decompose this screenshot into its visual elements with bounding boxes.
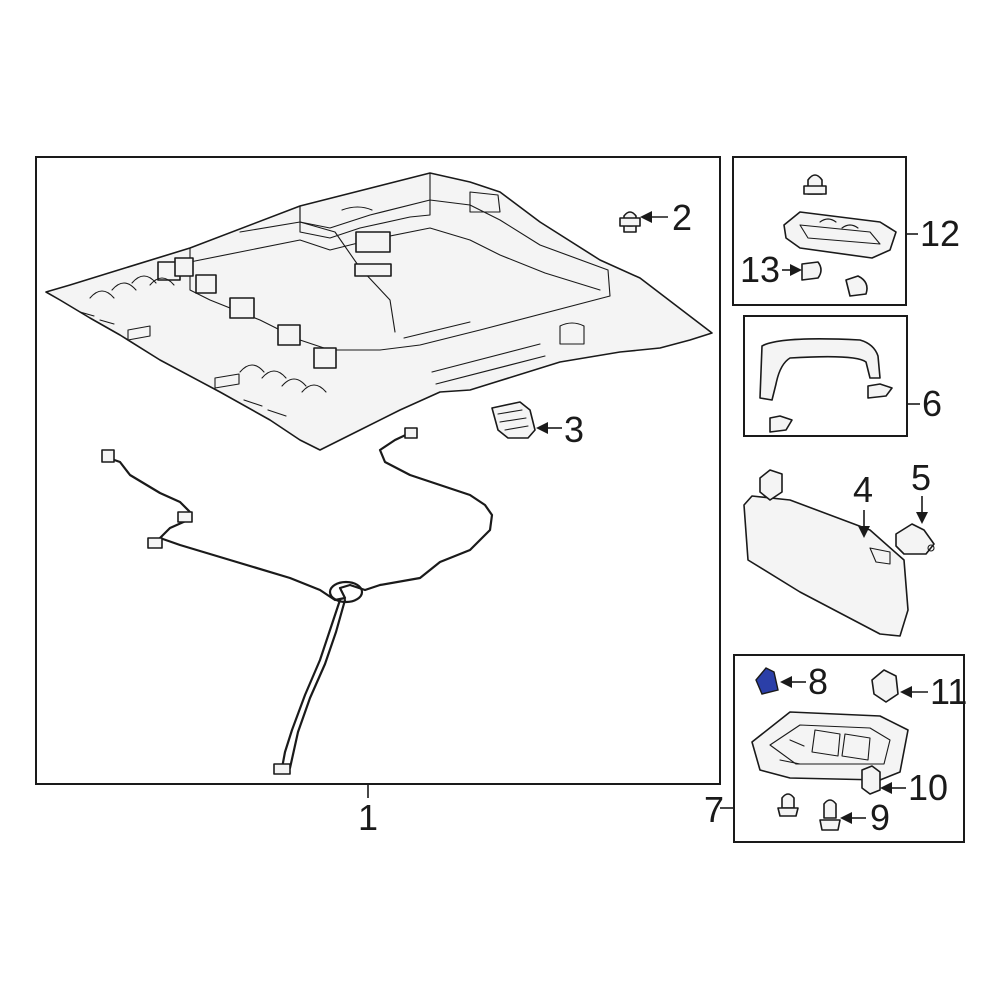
lens-icon[interactable] [755,667,779,695]
clip-icon[interactable] [777,793,799,817]
callout-1: 1 [358,797,378,838]
callout-10: 10 [908,767,948,808]
headliner-group-frame [35,156,721,785]
leader-lines [367,211,928,824]
callout-11: 11 [930,671,967,712]
callout-8: 8 [808,661,828,702]
callout-13: 13 [740,249,780,290]
switch-knob-icon[interactable] [871,669,899,703]
callout-6: 6 [922,383,942,424]
headliner-panel-icon[interactable] [45,172,713,451]
dome-lamp-icon[interactable] [783,211,897,259]
sunvisor-bracket-icon[interactable] [491,401,536,439]
map-lamp-group-frame [733,654,965,843]
grab-handle-icon[interactable] [759,338,893,433]
visor-holder-icon[interactable] [895,523,935,555]
callout-5: 5 [911,457,931,498]
dome-lamp-group-frame [732,156,907,306]
callout-9: 9 [870,797,890,838]
clip-icon[interactable] [803,174,827,195]
map-lamp-icon[interactable] [751,711,909,781]
wire-harness-icon[interactable] [101,427,494,775]
bulb-icon[interactable] [861,765,881,795]
callout-7: 7 [704,789,724,830]
callout-3: 3 [564,409,584,450]
screw-icon[interactable] [819,799,841,831]
bulb-icon[interactable] [801,261,868,297]
clip-icon[interactable] [619,211,641,233]
callout-2: 2 [672,197,692,238]
callout-4: 4 [853,469,873,510]
sun-visor-icon[interactable] [743,469,909,637]
grab-handle-group-frame [743,315,908,437]
callout-12: 12 [920,213,960,254]
